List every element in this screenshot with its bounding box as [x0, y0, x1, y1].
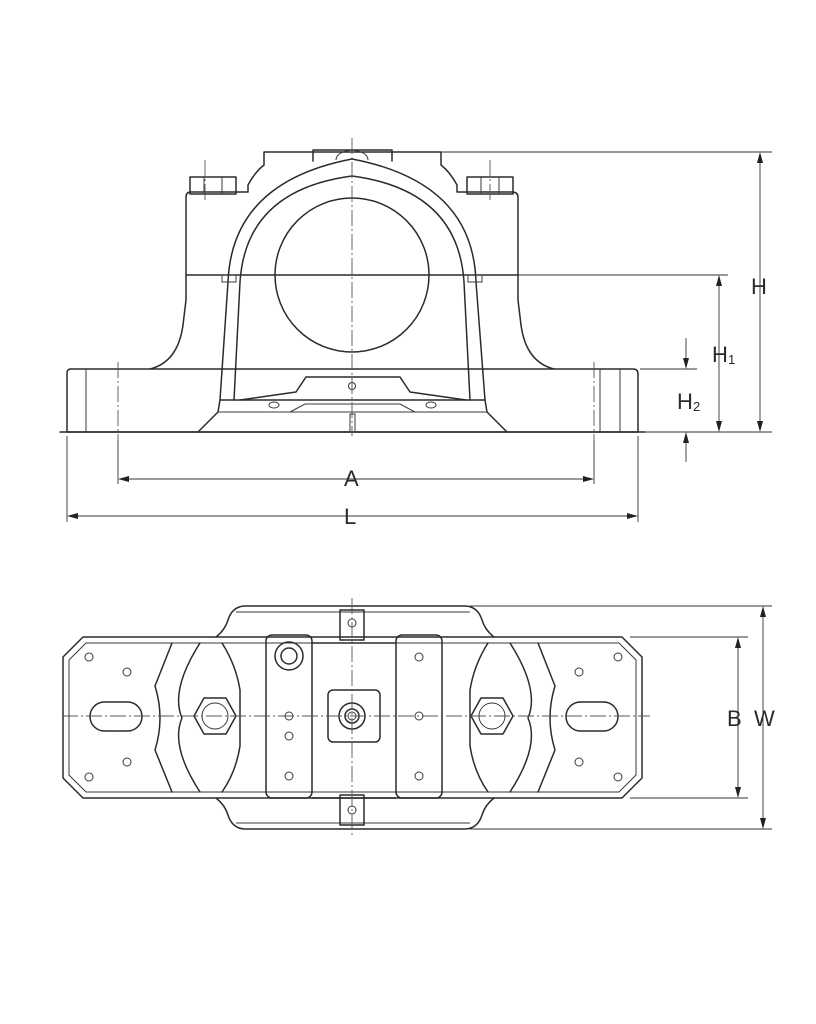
dim-label-a: A: [344, 466, 359, 491]
dim-label-h: H: [751, 274, 767, 299]
top-dimensions: [470, 605, 772, 830]
dim-label-l: L: [344, 504, 356, 529]
front-view: [59, 138, 646, 440]
dim-label-w: W: [754, 706, 775, 731]
dim-label-h1-sub: 1: [728, 352, 735, 367]
front-dimensions: [66, 151, 772, 522]
dim-label-h1: H: [712, 342, 728, 367]
dim-label-b: B: [727, 706, 742, 731]
top-view: [62, 598, 650, 838]
dim-label-h2-sub: 2: [693, 399, 700, 414]
dim-label-h2: H: [677, 389, 693, 414]
